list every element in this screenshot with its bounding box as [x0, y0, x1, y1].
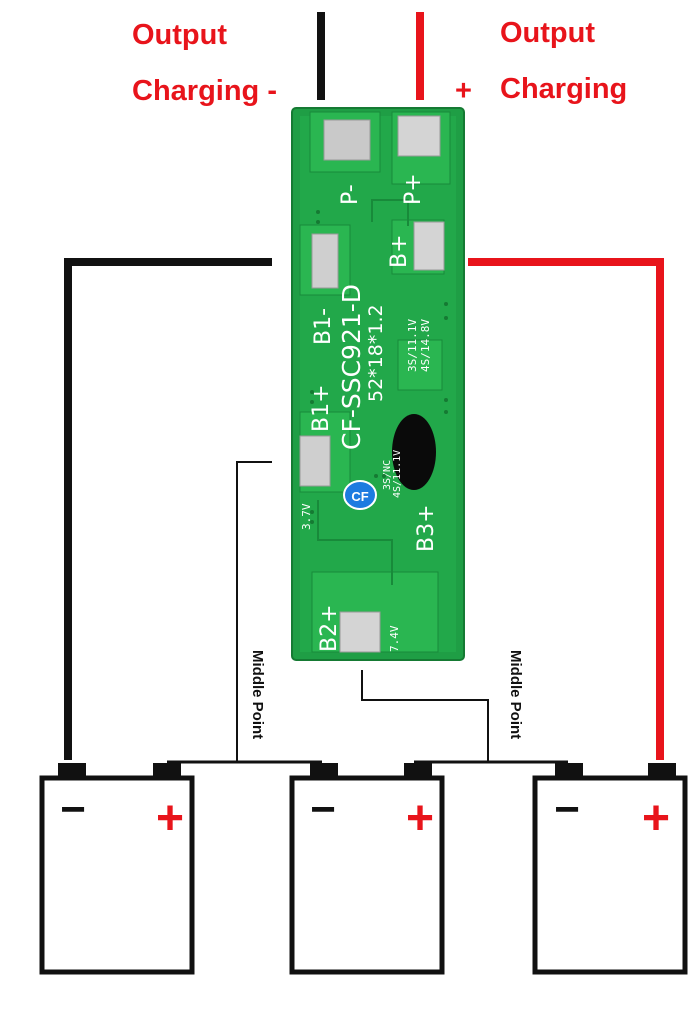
battery-negative-wire [64, 258, 300, 760]
pad-p-plus [397, 115, 441, 157]
pad-p-minus [323, 119, 371, 161]
label-plus-sign: + [455, 75, 472, 107]
pad-b1-plus [299, 435, 331, 487]
battery-3-minus: − [554, 785, 580, 834]
svg-text:CF: CF [351, 489, 368, 504]
battery-2-plus: + [406, 792, 434, 845]
label-middle-point-left: Middle Point [249, 650, 266, 739]
label-charging-right: Charging [500, 73, 627, 105]
pad-b-plus [413, 221, 445, 271]
board-size: 52*18*1.2 [365, 304, 387, 402]
battery-2-minus: − [310, 785, 336, 834]
cf-logo: CF [343, 480, 377, 510]
battery-2: − + [289, 763, 445, 975]
battery-1-minus: − [60, 785, 86, 834]
label-pad-p-plus: P+ [401, 173, 426, 205]
battery-1: − + [39, 763, 195, 975]
middle-point-wire-right [361, 665, 489, 762]
board-spec-b2: 4S/11.1V [392, 450, 403, 498]
battery-1-plus: + [156, 792, 184, 845]
label-charging-left: Charging - [132, 75, 277, 107]
label-pad-b2-plus: B2+ [317, 604, 342, 652]
label-pad-b3-plus: B3+ [414, 504, 439, 552]
pad-b1-minus [311, 233, 339, 289]
board-spec-b1: 3S/NC [382, 460, 393, 490]
board-voltage-left: 3.7V [300, 503, 313, 530]
battery-3-plus: + [642, 792, 670, 845]
label-middle-point-right: Middle Point [507, 650, 524, 739]
bms-board: CF P- P+ B+ B1- B1+ B3+ B2+ CF-SSC921-D … [272, 100, 468, 670]
label-output-left: Output [132, 19, 227, 51]
board-voltage-mid: 7.4V [388, 625, 401, 652]
label-output-right: Output [500, 17, 595, 49]
label-pad-p-minus: P- [338, 184, 363, 205]
pad-b2-plus [339, 611, 381, 653]
label-pad-b-plus: B+ [387, 234, 412, 268]
board-spec-a1: 3S/11.1V [406, 319, 419, 372]
board-model: CF-SSC921-D [337, 284, 366, 450]
battery-positive-wire [440, 258, 664, 760]
battery-3: − + [532, 763, 688, 975]
board-spec-a2: 4S/14.8V [419, 319, 432, 372]
ic-chip [392, 414, 436, 490]
label-pad-b1-minus: B1- [311, 308, 336, 345]
